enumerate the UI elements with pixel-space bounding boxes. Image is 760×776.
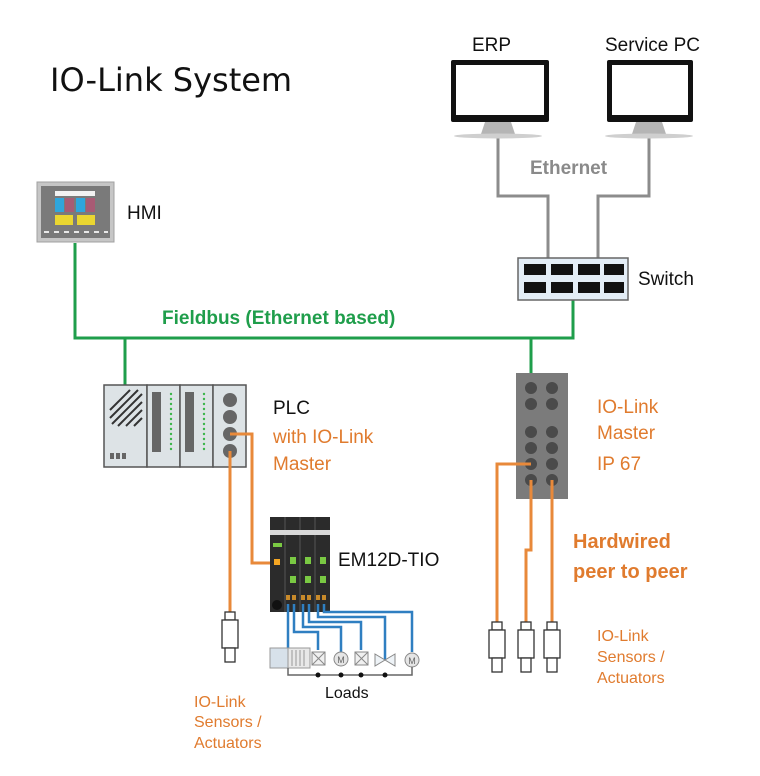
plc-led-dot [202, 412, 206, 416]
loads-icons: M M [269, 647, 420, 678]
plc-led-dot [169, 392, 173, 396]
io-link-line-em12d [230, 432, 285, 565]
master-label-1: IO-Link [597, 397, 659, 418]
sensor-connector-icon [517, 621, 535, 673]
plc-led-dot [169, 397, 173, 401]
plc-led-dot [202, 432, 206, 436]
switch-icon [517, 257, 629, 301]
ethernet-line-erp [496, 133, 550, 258]
plc-label: PLC [273, 398, 310, 419]
plc-sub-label-1: with IO-Link [273, 427, 374, 448]
plc-led-dot [202, 442, 206, 446]
fieldbus-backbone [73, 243, 575, 340]
plc-led-dot [202, 427, 206, 431]
plc-led-dot [169, 407, 173, 411]
plc-led-dot [169, 427, 173, 431]
sensor-connector-icon [543, 621, 561, 673]
sensors-right-label-3: Actuators [597, 670, 665, 687]
plc-led-dot [169, 447, 173, 451]
switch-label: Switch [638, 269, 694, 290]
master-label-3: IP 67 [597, 454, 642, 475]
plc-led-dot [202, 407, 206, 411]
ethernet-line-service-pc [596, 133, 651, 258]
io-link-line-sensor-r1 [495, 462, 531, 622]
plc-led-dot [169, 417, 173, 421]
io-link-line-sensor-r2 [524, 480, 533, 622]
erp-label: ERP [472, 35, 512, 56]
motor-icon-1: M [333, 651, 349, 667]
em12d-label: EM12D-TIO [338, 550, 440, 571]
sensor-connector-icon [488, 621, 506, 673]
erp-monitor-icon [451, 60, 549, 139]
plc-led-dot [202, 422, 206, 426]
valve-icon [374, 653, 396, 667]
hardwired-label-1: Hardwired [573, 531, 671, 553]
plc-icon [103, 384, 247, 468]
motor-icon-2: M [404, 652, 420, 668]
plc-led-dot [202, 392, 206, 396]
plc-led-dot [169, 402, 173, 406]
io-link-lines-plc [228, 432, 285, 612]
service-pc-label: Service PC [605, 35, 701, 56]
sensors-left-label-1: IO-Link [194, 694, 246, 711]
plc-led-dot [169, 412, 173, 416]
hmi-label: HMI [127, 203, 162, 224]
load-lines [286, 604, 414, 660]
service-pc-monitor-icon [605, 60, 693, 139]
plc-led-dot [169, 422, 173, 426]
sensor-connector-icon [221, 611, 239, 663]
plc-led-dot [202, 417, 206, 421]
ethernet-lines [496, 133, 651, 258]
em12d-tio-icon [270, 517, 330, 612]
sensors-left-label-2: Sensors / [194, 714, 262, 731]
ethernet-label: Ethernet [530, 158, 608, 179]
sensors-right-label-2: Sensors / [597, 649, 665, 666]
plc-led-dot [202, 397, 206, 401]
plc-sub-label-2: Master [273, 454, 332, 475]
sensors-right-label-1: IO-Link [597, 628, 649, 645]
fieldbus-label: Fieldbus (Ethernet based) [162, 308, 396, 329]
io-link-master-icon [516, 373, 568, 499]
fan-icon-2 [354, 651, 369, 666]
fan-icon-1 [311, 651, 326, 666]
svg-text:M: M [337, 655, 345, 665]
plc-led-dot [202, 437, 206, 441]
sensor-icons [221, 611, 561, 673]
svg-text:M: M [408, 656, 416, 666]
plc-led-dot [169, 432, 173, 436]
sensors-left-label-3: Actuators [194, 735, 262, 752]
page-title: IO-Link System [50, 61, 293, 99]
hardwired-label-2: peer to peer [573, 561, 688, 583]
io-link-lines-master [495, 462, 554, 622]
plc-led-dot [202, 402, 206, 406]
hmi-icon [36, 181, 115, 243]
plc-led-dot [169, 437, 173, 441]
plc-led-dot [202, 447, 206, 451]
master-label-2: Master [597, 423, 656, 444]
loads-label: Loads [325, 685, 369, 702]
plc-led-dot [169, 442, 173, 446]
